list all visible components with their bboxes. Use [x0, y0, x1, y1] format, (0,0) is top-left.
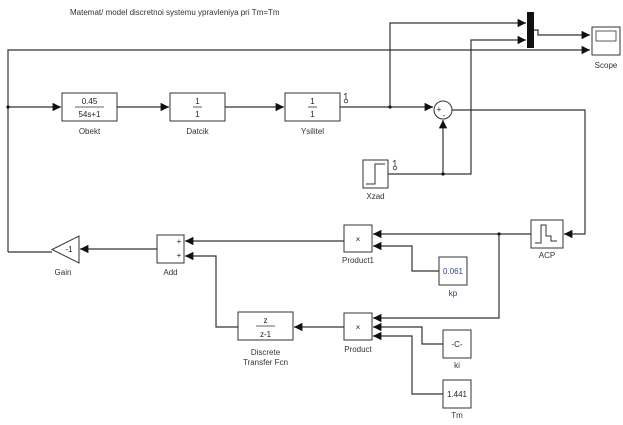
step-icon [366, 163, 385, 185]
wire-sum-to-acp[interactable] [452, 109, 586, 239]
add-label: Add [163, 268, 177, 277]
block-tm[interactable]: 1.441 Tm [442, 379, 472, 420]
block-scope[interactable]: Scope [591, 26, 621, 70]
dtf-numerator: z [264, 316, 268, 325]
wire-ki-to-product[interactable] [373, 322, 443, 345]
wire-kp-to-product1[interactable] [373, 241, 439, 272]
ysilitel-label: Ysilitel [301, 127, 324, 136]
ysilitel-denominator: 1 [310, 110, 315, 119]
block-product[interactable]: × Product [343, 312, 373, 354]
block-add[interactable]: + + Add [156, 234, 185, 277]
acp-label: ACP [539, 251, 555, 260]
block-gain[interactable]: -1 Gain [50, 235, 80, 277]
dtf-label-line2: Transfer Fcn [243, 358, 288, 367]
block-xzad[interactable]: Xzad [362, 159, 389, 201]
product-label: Product [344, 345, 372, 354]
obekt-label: Obekt [79, 127, 101, 136]
tm-label: Tm [451, 411, 463, 420]
block-mux[interactable] [527, 12, 534, 48]
product1-symbol: × [356, 235, 361, 244]
datcik-numerator: 1 [195, 97, 200, 106]
scope-label: Scope [595, 61, 618, 70]
test-point-icon [392, 159, 398, 171]
wire-feedback-to-scope[interactable] [7, 45, 590, 252]
wire-xzad-to-mux-in2[interactable] [388, 35, 526, 175]
test-point-icon [343, 92, 349, 104]
kp-label: kp [449, 289, 458, 298]
wire-to-mux-in1[interactable] [389, 18, 526, 107]
wire-mux-to-scope[interactable] [534, 29, 590, 40]
sum-sign-minus: - [443, 111, 446, 120]
product-symbol: × [356, 323, 361, 332]
block-ysilitel[interactable]: 1 1 Ysilitel [284, 92, 341, 136]
dtf-label-line1: Discrete [251, 348, 281, 357]
tm-value: 1.441 [447, 390, 468, 399]
ki-label: ki [454, 361, 460, 370]
block-ki[interactable]: -C- ki [442, 329, 472, 370]
block-acp[interactable]: ACP [530, 219, 564, 260]
model-title: Matemat/ model discretnoi systemu ypravl… [70, 8, 280, 17]
scope-screen-icon [595, 30, 617, 42]
kp-value: 0.061 [443, 267, 464, 276]
ki-value: -C- [451, 340, 462, 349]
add-sign-1: + [177, 237, 182, 246]
obekt-numerator: 0.45 [82, 97, 98, 106]
datcik-label: Datcik [186, 127, 209, 136]
block-product1[interactable]: × Product1 [342, 224, 375, 265]
add-sign-2: + [177, 251, 182, 260]
wire-dtf-to-add[interactable] [185, 251, 238, 328]
block-sum[interactable]: + - [433, 100, 453, 120]
block-kp[interactable]: 0.061 kp [438, 256, 468, 298]
wire-tm-to-product[interactable] [373, 331, 443, 395]
dtf-denominator: z-1 [260, 330, 272, 339]
obekt-denominator: 54s+1 [78, 110, 101, 119]
block-obekt[interactable]: 0.45 54s+1 Obekt [61, 92, 118, 136]
ysilitel-numerator: 1 [310, 97, 315, 106]
block-discrete-transfer-fcn[interactable]: z z-1 Discrete Transfer Fcn [237, 311, 294, 367]
gain-label: Gain [55, 268, 72, 277]
wire-acp-to-product[interactable] [373, 234, 500, 323]
junction-dot [441, 172, 445, 176]
block-datcik[interactable]: 1 1 Datcik [169, 92, 226, 136]
zoh-icon [535, 224, 557, 244]
sum-sign-plus: + [437, 105, 442, 114]
junction-dot [6, 105, 10, 109]
gain-value: -1 [65, 245, 73, 254]
product1-label: Product1 [342, 256, 375, 265]
xzad-label: Xzad [366, 192, 384, 201]
datcik-denominator: 1 [195, 110, 200, 119]
